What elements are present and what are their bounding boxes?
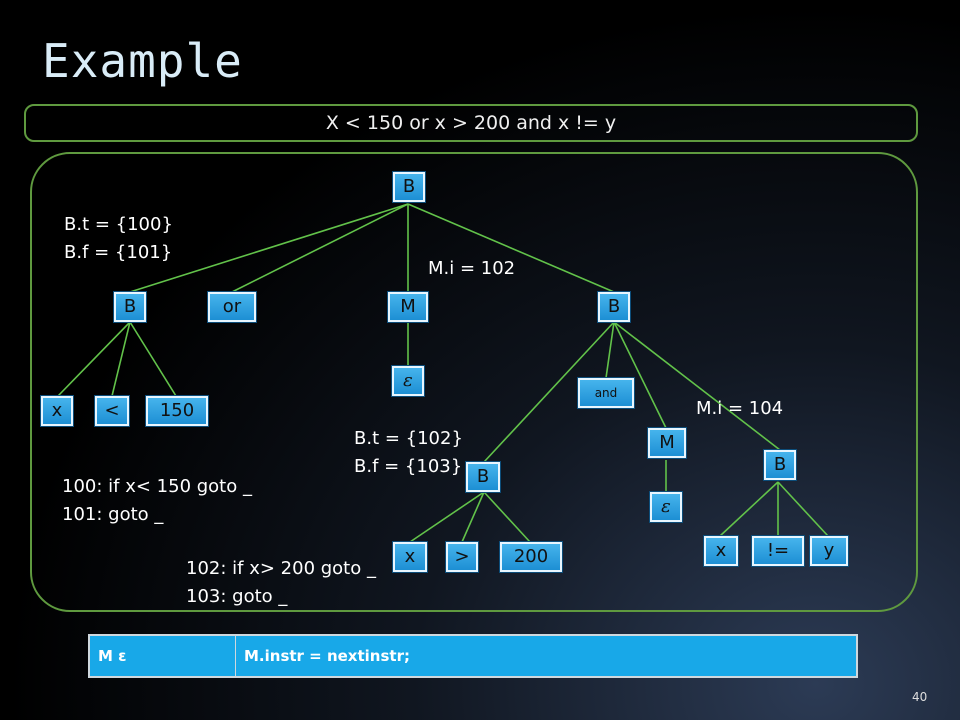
- node-root-b: B: [393, 172, 425, 202]
- node-right-b: B: [598, 292, 630, 322]
- edge-b4-y: [777, 481, 829, 537]
- node-m2: M: [648, 428, 686, 458]
- edge-rightb-m: [613, 321, 667, 429]
- node-greater-than: >: [446, 542, 478, 572]
- code-line-102: 102: if x> 200 goto _: [186, 558, 376, 579]
- annotation-root-bf: B.f = {101}: [64, 242, 173, 263]
- edge-b4-x: [719, 481, 779, 537]
- node-or: or: [208, 292, 256, 322]
- expression-box: X < 150 or x > 200 and x != y: [24, 104, 918, 142]
- annotation-b3-bf: B.f = {103}: [354, 456, 463, 477]
- rule-action: M.instr = nextinstr;: [244, 647, 410, 665]
- node-y: y: [810, 536, 848, 566]
- node-x-1: x: [41, 396, 73, 426]
- edge-root-or: [231, 203, 409, 293]
- node-150: 150: [146, 396, 208, 426]
- node-x-3: x: [704, 536, 738, 566]
- parse-tree-frame: [30, 152, 918, 612]
- page-number: 40: [912, 690, 928, 704]
- edge-b3-x: [409, 491, 485, 543]
- code-line-101: 101: goto _: [62, 504, 164, 525]
- slide-title: Example: [42, 34, 243, 88]
- node-epsilon-2: ε: [650, 492, 682, 522]
- edge-leftb-x: [57, 321, 131, 397]
- edge-rightb-and: [605, 321, 615, 379]
- node-b3: B: [466, 462, 500, 492]
- edge-rightb-b3: [483, 321, 615, 463]
- annotation-mi-104: M.i = 104: [696, 398, 784, 419]
- edge-b3-gt: [461, 491, 485, 543]
- annotation-mi-102: M.i = 102: [428, 258, 516, 279]
- edge-leftb-lt: [111, 321, 131, 397]
- node-b4: B: [764, 450, 796, 480]
- node-x-2: x: [393, 542, 427, 572]
- node-m1: M: [388, 292, 428, 322]
- edge-root-leftb: [129, 203, 409, 293]
- annotation-root-bt: B.t = {100}: [64, 214, 173, 235]
- code-line-103: 103: goto _: [186, 586, 288, 607]
- edge-leftb-150: [129, 321, 177, 397]
- rule-production: M ε: [90, 636, 236, 676]
- semantic-rule-table: M ε M.instr = nextinstr;: [88, 634, 858, 678]
- node-epsilon-1: ε: [392, 366, 424, 396]
- node-less-than: <: [95, 396, 129, 426]
- node-200: 200: [500, 542, 562, 572]
- edge-b3-200: [483, 491, 531, 543]
- code-line-100: 100: if x< 150 goto _: [62, 476, 252, 497]
- edge-root-rightb: [407, 203, 615, 293]
- node-and: and: [578, 378, 634, 408]
- node-left-b: B: [114, 292, 146, 322]
- edge-rightb-b: [613, 321, 781, 451]
- node-not-equal: !=: [752, 536, 804, 566]
- annotation-b3-bt: B.t = {102}: [354, 428, 463, 449]
